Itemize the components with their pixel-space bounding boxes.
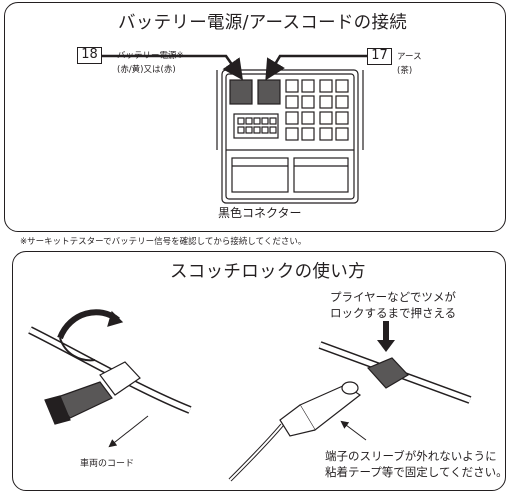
ground-wire-color: (茶) xyxy=(397,66,413,76)
battery-cavity xyxy=(229,79,253,105)
bottom-panel xyxy=(12,251,506,491)
sleeve-note-line2: 粘着テープ等で固定してください。 xyxy=(325,465,508,479)
scotch-lock-left xyxy=(28,309,192,425)
connector-caption: 黒色コネクター xyxy=(218,206,302,220)
top-panel-title: バッテリー電源/アースコードの接続 xyxy=(118,13,408,33)
tester-note: ※サーキットテスターでバッテリー信号を確認してから接続してください。 xyxy=(20,237,307,247)
ground-wire-number: 17 xyxy=(367,48,392,65)
battery-wire-number: 18 xyxy=(77,47,102,64)
bottom-panel-title: スコッチロックの使い方 xyxy=(170,262,366,282)
vehicle-cord-label: 車両のコード xyxy=(80,459,135,469)
ground-wire-label: アース xyxy=(397,52,422,62)
press-note-line2: ロックするまで押さえる xyxy=(330,306,457,320)
press-note-line1: プライヤーなどでツメが xyxy=(330,290,456,304)
battery-wire-color: (赤/黄)又は(赤) xyxy=(117,65,176,75)
sleeve-note-line1: 端子のスリーブが外れないように xyxy=(325,449,497,463)
top-panel xyxy=(4,2,506,232)
cavity-grid xyxy=(285,79,349,141)
scotch-lock-right xyxy=(228,321,472,482)
ground-cavity xyxy=(257,79,281,105)
black-connector xyxy=(216,69,364,204)
wire-leaders xyxy=(102,54,367,81)
